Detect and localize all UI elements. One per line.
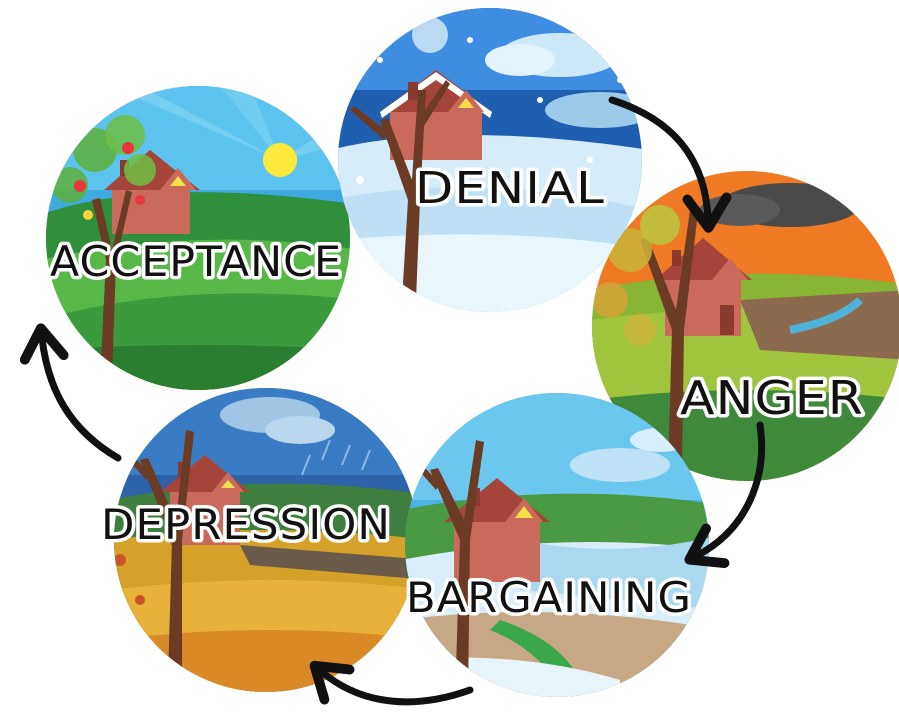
arrow-anger-to-bargaining <box>684 421 766 568</box>
stage-label-anger: ANGER <box>680 371 864 425</box>
rain-lines <box>301 439 371 476</box>
tree-icon <box>350 80 450 300</box>
house-icon <box>655 238 752 336</box>
stage-label-bargaining: BARGAINING <box>406 573 692 622</box>
arrow-denial-to-anger <box>608 96 732 233</box>
stage-acceptance: ACCEPTANCE <box>46 86 350 390</box>
stage-label-depression: DEPRESSION <box>101 500 391 549</box>
arrow-bargaining-to-depression <box>309 660 474 706</box>
stage-label-acceptance: ACCEPTANCE <box>50 237 342 286</box>
arrow-depression-to-acceptance <box>19 323 122 462</box>
stage-label-denial: DENIAL <box>415 163 605 214</box>
cycle-arrows <box>19 96 766 706</box>
stage-depression: DEPRESSION <box>98 388 418 692</box>
house-icon <box>380 70 492 160</box>
tree-icon <box>592 205 698 470</box>
stage-bargaining: BARGAINING <box>403 393 709 697</box>
tree-icon <box>52 115 156 380</box>
sun-icon <box>263 143 297 177</box>
